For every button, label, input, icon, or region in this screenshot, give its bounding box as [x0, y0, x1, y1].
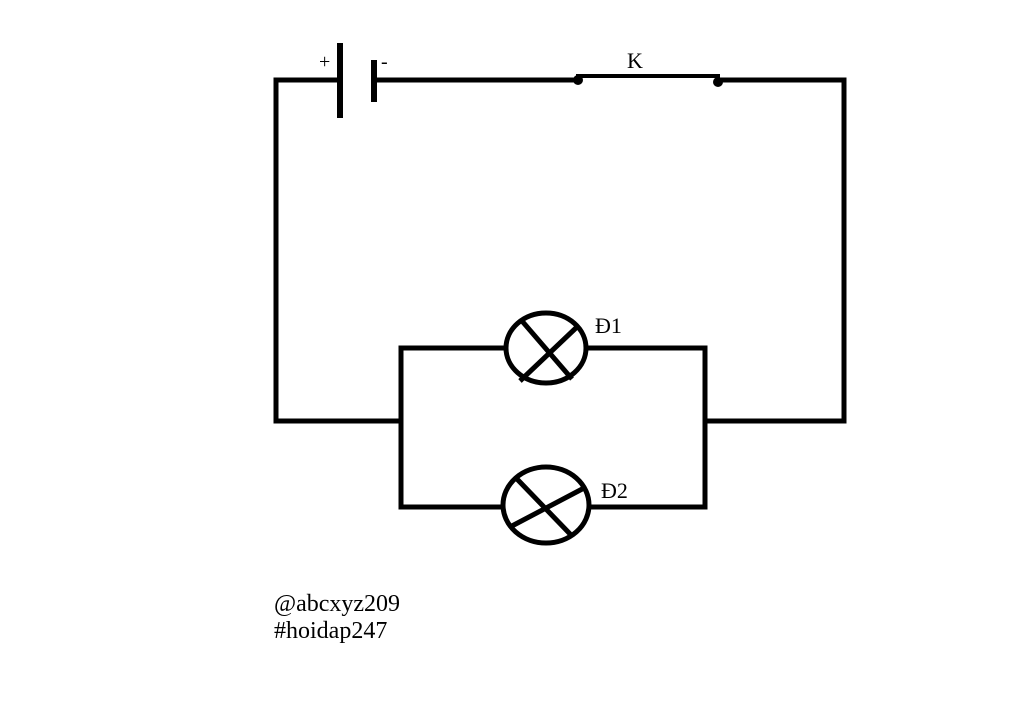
battery-negative-sign: - — [381, 51, 388, 73]
switch-contact-left — [573, 75, 583, 85]
outer-wires — [273, 77, 847, 424]
lamp-d2-label: Đ2 — [601, 478, 628, 503]
watermark: @abcxyz209 #hoidap247 — [274, 591, 400, 645]
battery: + - — [319, 43, 388, 118]
lamp-d2-cross-b — [508, 484, 588, 530]
lamp-d1: Đ1 — [503, 310, 622, 386]
watermark-tag: #hoidap247 — [274, 618, 388, 644]
switch-k: K — [573, 48, 723, 87]
battery-positive-sign: + — [319, 51, 330, 73]
lamp-d2-bulb — [500, 464, 592, 546]
switch-label: K — [627, 48, 643, 73]
lamp-d1-cross-a — [520, 319, 574, 381]
lamp-d1-label: Đ1 — [595, 313, 622, 338]
watermark-author: @abcxyz209 — [274, 591, 401, 617]
parallel-block — [398, 345, 708, 510]
switch-contact-right — [713, 77, 723, 87]
lamp-d2: Đ2 — [500, 464, 628, 546]
lamp-d1-cross-b — [518, 324, 580, 383]
